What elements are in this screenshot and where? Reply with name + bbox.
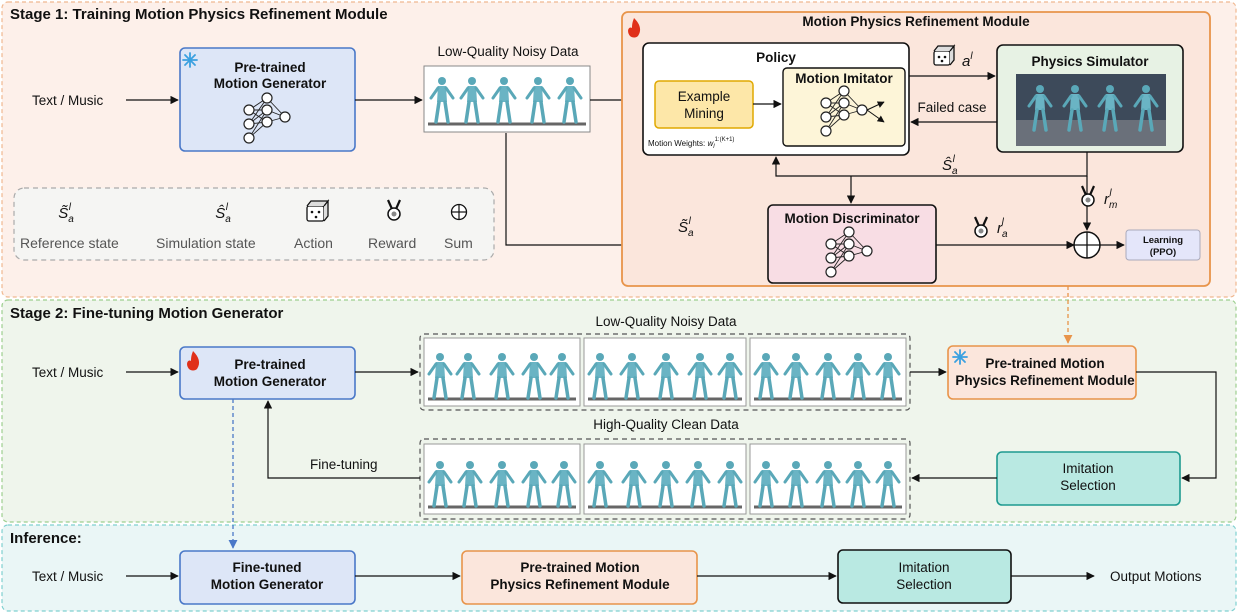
- inference-generator-line2: Motion Generator: [211, 577, 324, 592]
- legend-sim-symbol: Ŝal: [215, 202, 231, 225]
- flame-icon: [187, 351, 200, 371]
- output-label: Output Motions: [1110, 569, 1202, 584]
- sum-icon: [1073, 231, 1101, 259]
- discriminator-title: Motion Discriminator: [784, 211, 920, 226]
- motion-imitator-title: Motion Imitator: [795, 71, 893, 86]
- stage2-clean-label: High-Quality Clean Data: [593, 417, 739, 432]
- stage2-refine-line2: Physics Refinement Module: [955, 373, 1135, 388]
- stage2-generator-line2: Motion Generator: [214, 374, 327, 389]
- stage1-noisy-label: Low-Quality Noisy Data: [437, 44, 579, 59]
- dice-icon: [933, 44, 956, 66]
- inference-selection-line1: Imitation: [898, 560, 949, 575]
- sim-state-line: [771, 152, 1088, 177]
- learning-line1: Learning: [1143, 235, 1183, 246]
- ref-state-symbol: S̃al: [678, 216, 694, 239]
- action-symbol: al: [962, 51, 973, 70]
- stage1-generator-line2: Motion Generator: [214, 76, 327, 91]
- failed-case-label: Failed case: [917, 100, 986, 115]
- example-mining-line1: Example: [678, 89, 731, 104]
- inference-refine-line2: Physics Refinement Module: [490, 577, 670, 592]
- stage2-title: Stage 2: Fine-tuning Motion Generator: [10, 305, 283, 322]
- sum-icon: [450, 203, 468, 221]
- stage2-selection-line1: Imitation: [1062, 461, 1113, 476]
- dice-icon: [306, 199, 330, 222]
- flame-icon: [628, 18, 641, 38]
- inference-input-label: Text / Music: [32, 569, 104, 584]
- stage2-refine-line1: Pre-trained Motion: [985, 356, 1104, 371]
- example-mining-line2: Mining: [684, 106, 724, 121]
- policy-title: Policy: [756, 50, 796, 65]
- legend-reward-label: Reward: [368, 235, 416, 251]
- medal-icon: [386, 199, 402, 221]
- finetune-label: Fine-tuning: [310, 457, 378, 472]
- stage2-generator-box: [179, 346, 356, 400]
- legend-ref-symbol: S̃al: [58, 202, 74, 225]
- reward-m-symbol: rml: [1104, 188, 1117, 211]
- inference-refine-box: [461, 550, 698, 605]
- arrow-s2-finetune: [263, 400, 420, 479]
- stage2-clean-group: [419, 438, 911, 520]
- stage2-generator-line1: Pre-trained: [234, 357, 305, 372]
- learning-box: [1125, 229, 1201, 261]
- reward-a-symbol: ral: [997, 217, 1008, 240]
- medal-icon: [973, 216, 989, 238]
- learning-line2: (PPO): [1150, 247, 1176, 258]
- stage1-input-label: Text / Music: [32, 93, 104, 108]
- inference-refine-line1: Pre-trained Motion: [520, 560, 639, 575]
- stage1-generator-line1: Pre-trained: [234, 60, 305, 75]
- legend-simulation-label: Simulation state: [156, 235, 256, 251]
- medal-icon: [1080, 185, 1096, 207]
- sim-state-symbol: Ŝal: [942, 154, 958, 177]
- legend-action-label: Action: [294, 235, 333, 251]
- inference-selection-line2: Selection: [896, 577, 952, 592]
- stage1-title: Stage 1: Training Motion Physics Refinem…: [10, 6, 388, 23]
- arrow-s2-refine-selection: [1136, 371, 1217, 483]
- physics-simulator-title: Physics Simulator: [1031, 54, 1149, 69]
- snowflake-icon: [952, 349, 968, 365]
- legend-box: [13, 187, 495, 261]
- inference-generator-line1: Fine-tuned: [233, 560, 302, 575]
- stage2-selection-line2: Selection: [1060, 478, 1116, 493]
- refinement-module-title: Motion Physics Refinement Module: [802, 14, 1030, 29]
- legend-reference-label: Reference state: [20, 235, 119, 251]
- snowflake-icon: [182, 52, 198, 68]
- motion-weights-label: Motion Weights: wl1:(K+1): [648, 137, 734, 150]
- stage2-noisy-label: Low-Quality Noisy Data: [595, 314, 737, 329]
- legend-sum-label: Sum: [444, 235, 473, 251]
- inference-generator-box: [179, 550, 356, 605]
- inference-title: Inference:: [10, 530, 82, 547]
- stage2-input-label: Text / Music: [32, 365, 104, 380]
